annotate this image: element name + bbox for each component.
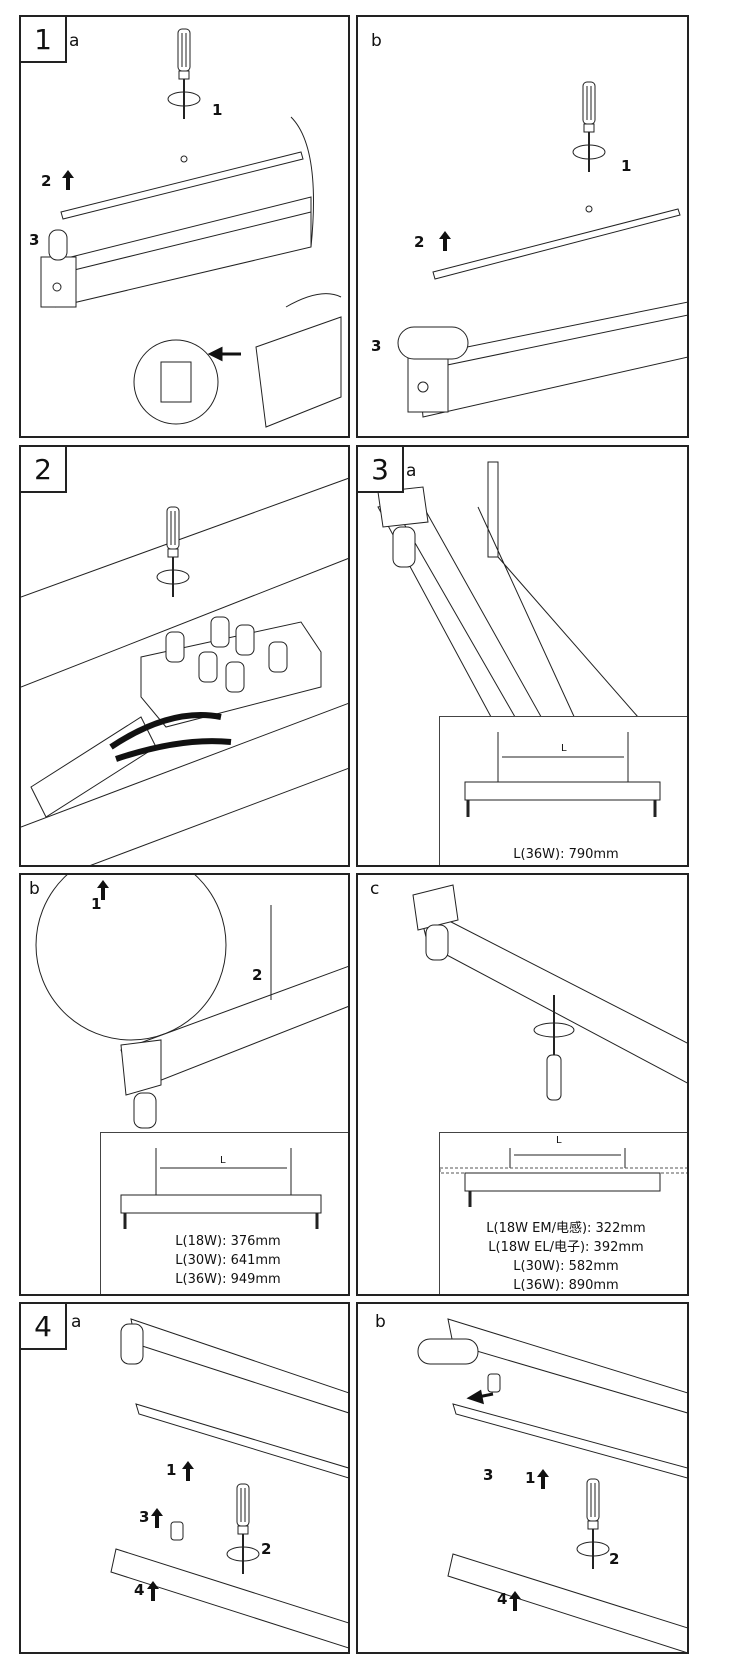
dimension-label: L [561, 743, 567, 754]
panel-3c: c L L(18W EM/电感): 322mm L(18W EL/电子): 39… [356, 873, 689, 1296]
terminal-block-icon [140, 616, 322, 728]
dimension-inset: L L(18W EM/电感): 322mm L(18W EL/电子): 392m… [439, 1132, 687, 1294]
detail-magnifier [133, 339, 219, 425]
screwdriver-icon [572, 81, 606, 173]
panel-4b: b 3 1 2 4 [356, 1302, 689, 1654]
dimension-label: L [220, 1155, 226, 1166]
screwdriver-icon [576, 1478, 610, 1570]
lamp-holder-icon [48, 229, 68, 261]
sub-step-label: c [370, 879, 380, 899]
detail-magnifier [35, 875, 227, 1041]
dimension-inset: L L(18W): 376mm L(30W): 641mm L(36W): 94… [100, 1132, 348, 1294]
illustration-surface-mount [412, 884, 687, 1101]
callout-2: 2 [609, 1550, 620, 1568]
illustration-mount-ceiling [377, 461, 639, 768]
dimension-label: L [556, 1135, 562, 1146]
illustration-install-tube [110, 1318, 348, 1649]
sub-step-label: a [71, 1312, 82, 1332]
screwdriver-icon [226, 1483, 260, 1575]
step-number: 4 [21, 1304, 67, 1350]
panel-4a: 4 a 1 3 2 4 [19, 1302, 350, 1654]
length-spec: L(30W): 641mm [175, 1253, 281, 1268]
lamp-holder-icon [397, 326, 469, 360]
callout-2: 2 [414, 233, 425, 251]
sub-step-label: a [406, 461, 417, 481]
callout-1: 1 [91, 895, 102, 913]
length-spec: L(36W): 890mm [513, 1278, 619, 1293]
screwdriver-icon [546, 1054, 562, 1101]
step-number: 1 [21, 17, 67, 63]
illustration-install-tube-b [417, 1318, 687, 1652]
length-spec: L(36W): 790mm [513, 847, 619, 862]
callout-2: 2 [41, 172, 52, 190]
step-number: 2 [21, 447, 67, 493]
callout-2: 2 [252, 966, 263, 984]
tube-icon [110, 1548, 348, 1649]
callout-1: 1 [166, 1461, 177, 1479]
sub-step-label: b [375, 1312, 386, 1332]
panel-2: 2 [19, 445, 350, 867]
callout-4: 4 [497, 1590, 508, 1608]
illustration-wiring [21, 477, 348, 865]
callout-3: 3 [139, 1508, 150, 1526]
callout-4: 4 [134, 1581, 145, 1599]
length-spec: L(30W): 582mm [513, 1259, 619, 1274]
illustration-suspension [35, 875, 348, 1129]
left-arrow-icon [466, 1389, 494, 1405]
illustration-remove-cover [40, 28, 342, 428]
sub-step-label: b [29, 879, 40, 899]
dimension-drawing [120, 1148, 322, 1229]
panel-3a: 3 a L L(36W): 790mm [356, 445, 689, 867]
hand-icon [285, 293, 342, 308]
panel-3b: b 1 2 L L(18W): 376mm L(30W): 641mm L(36… [19, 873, 350, 1296]
dimension-drawing [464, 732, 661, 817]
sub-step-label: a [69, 31, 80, 51]
callout-1: 1 [212, 101, 223, 119]
sub-step-label: b [371, 31, 382, 51]
callout-1: 1 [525, 1469, 536, 1487]
panel-1b: b 1 2 3 [356, 15, 689, 438]
screwdriver-icon [156, 506, 190, 598]
callout-3: 3 [371, 337, 382, 355]
tube-icon [447, 1553, 687, 1652]
step-number: 3 [358, 447, 404, 493]
dimension-inset: L L(36W): 790mm [439, 716, 687, 865]
dimension-drawing [440, 1148, 687, 1207]
callout-1: 1 [621, 157, 632, 175]
length-spec: L(18W EL/电子): 392mm [488, 1240, 644, 1255]
length-spec: L(18W EM/电感): 322mm [486, 1221, 646, 1236]
screwdriver-icon [167, 28, 201, 120]
callout-3: 3 [483, 1466, 494, 1484]
left-arrow-icon [207, 346, 241, 362]
callout-2: 2 [261, 1540, 272, 1558]
illustration-remove-cover-b [397, 81, 687, 418]
callout-3: 3 [29, 231, 40, 249]
length-spec: L(36W): 949mm [175, 1272, 281, 1287]
panel-1a: 1 a 1 2 3 [19, 15, 350, 438]
length-spec: L(18W): 376mm [175, 1234, 281, 1249]
